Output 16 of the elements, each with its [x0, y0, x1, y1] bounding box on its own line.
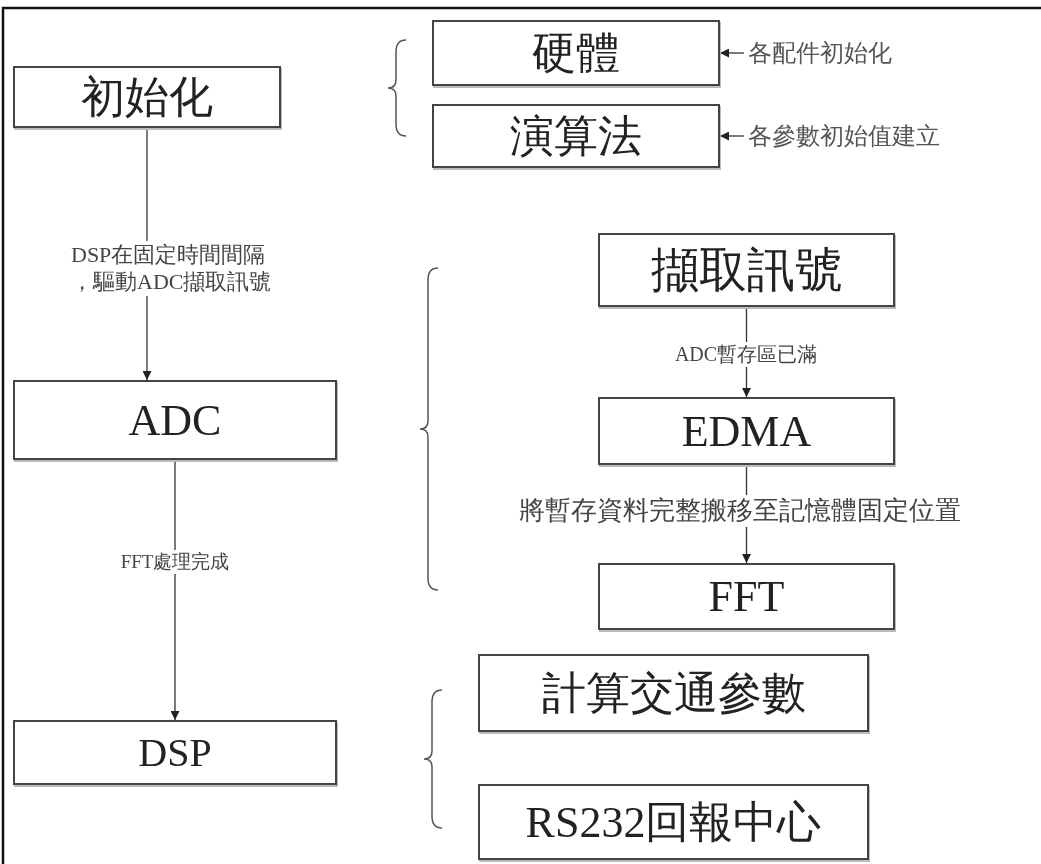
process-box: 擷取訊號	[598, 233, 895, 307]
edge-label: FFT處理完成	[120, 550, 230, 574]
process-box: 演算法	[432, 104, 720, 168]
arrow	[170, 459, 180, 721]
process-box: ADC	[13, 380, 337, 460]
process-box: 硬體	[432, 20, 720, 86]
process-box: DSP	[13, 720, 337, 785]
process-box: FFT	[598, 563, 895, 630]
leader-line	[719, 131, 745, 141]
leader-line	[719, 48, 745, 58]
process-box: EDMA	[598, 397, 895, 465]
edge-label: 將暫存資料完整搬移至記憶體固定位置	[519, 494, 961, 528]
process-box: RS232回報中心	[478, 784, 869, 860]
edge-label: ADC暫存區已滿	[674, 341, 818, 367]
process-box: 初始化	[13, 66, 281, 128]
process-box: 計算交通參數	[478, 654, 869, 732]
